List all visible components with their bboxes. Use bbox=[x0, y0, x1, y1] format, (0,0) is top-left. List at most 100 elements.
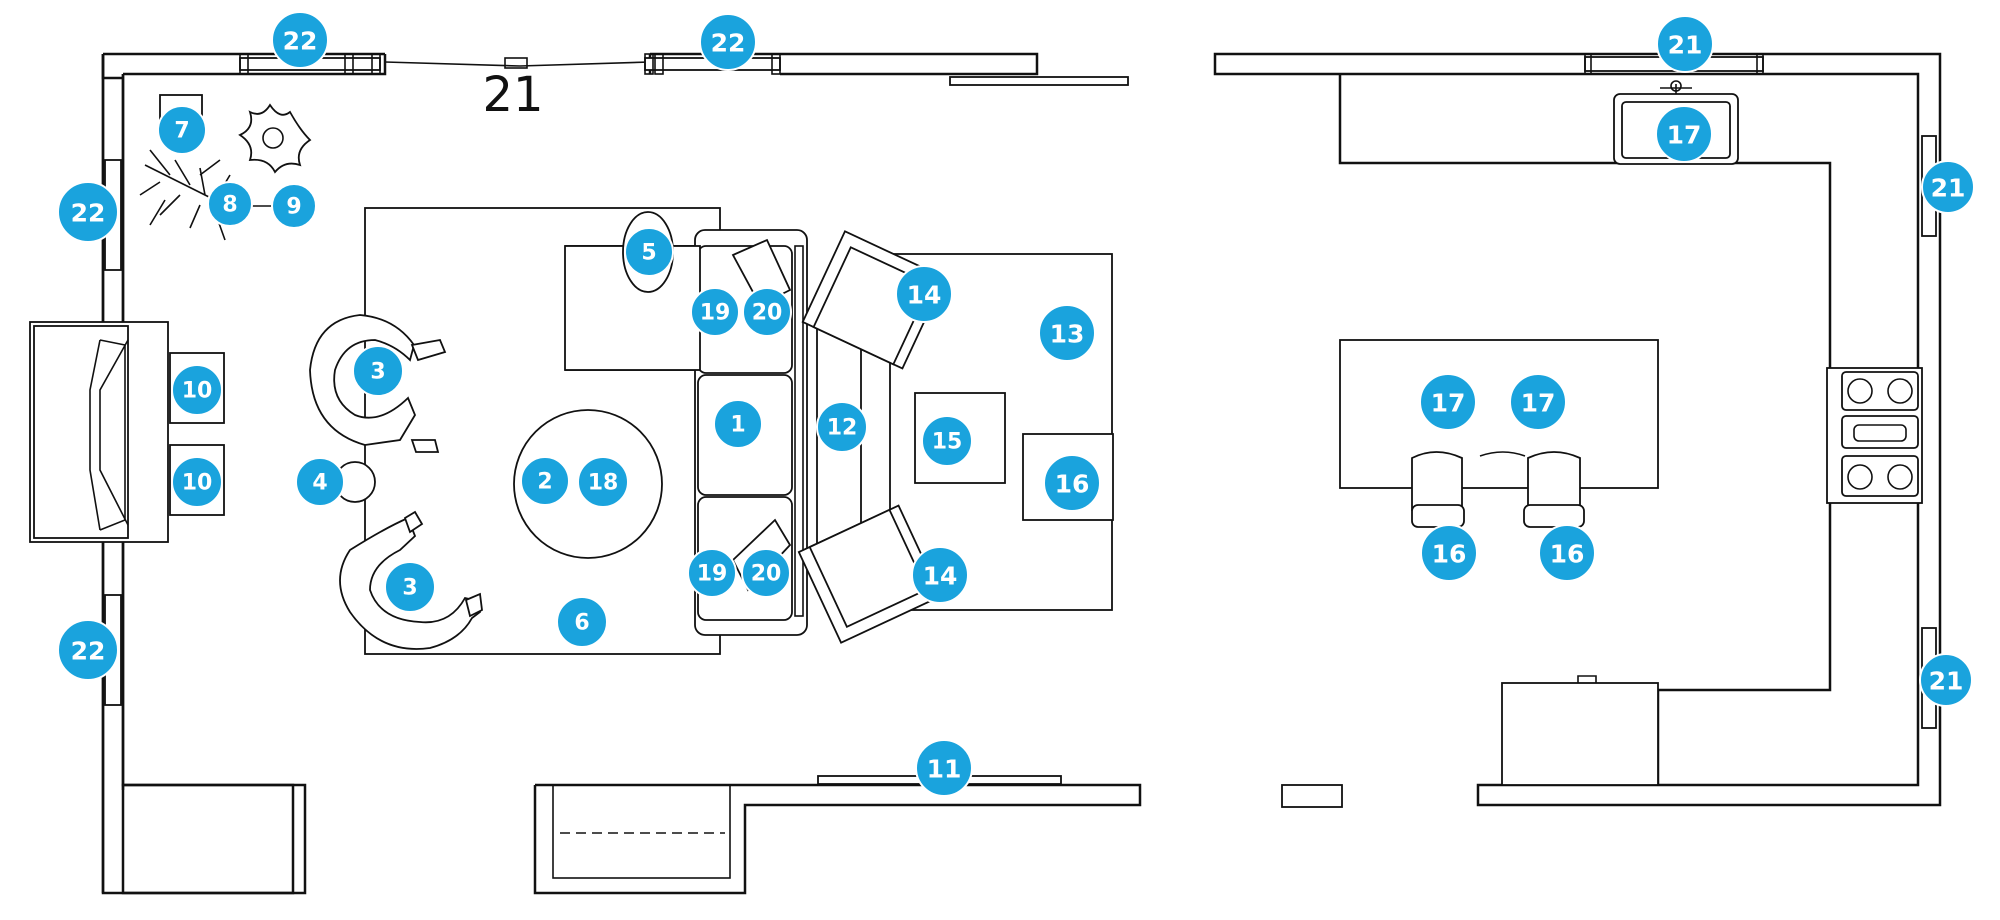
marker-circle bbox=[295, 457, 345, 507]
marker-circle bbox=[895, 265, 953, 323]
marker-number: 19 bbox=[697, 562, 728, 587]
marker-number: 22 bbox=[283, 27, 318, 56]
callout-marker-16: 16 bbox=[1043, 454, 1101, 512]
marker-number: 17 bbox=[1667, 121, 1702, 150]
marker-circle bbox=[271, 183, 317, 229]
marker-circle bbox=[57, 619, 119, 681]
marker-circle bbox=[577, 456, 629, 508]
callout-marker-8: 8 bbox=[207, 181, 253, 227]
callout-marker-5: 5 bbox=[624, 227, 674, 277]
marker-circle bbox=[687, 548, 737, 598]
callout-marker-10: 10 bbox=[171, 364, 223, 416]
callout-marker-16: 16 bbox=[1420, 524, 1478, 582]
marker-circle bbox=[1538, 524, 1596, 582]
callout-marker-15: 15 bbox=[921, 415, 973, 467]
marker-number: 14 bbox=[907, 281, 942, 310]
marker-circle bbox=[1509, 373, 1567, 431]
marker-circle bbox=[207, 181, 253, 227]
marker-circle bbox=[1043, 454, 1101, 512]
kitchen-island bbox=[1339, 339, 1659, 528]
marker-number: 18 bbox=[588, 471, 619, 496]
marker-circle bbox=[352, 345, 404, 397]
marker-number: 11 bbox=[927, 755, 962, 784]
marker-number: 16 bbox=[1550, 540, 1585, 569]
marker-circle bbox=[915, 739, 973, 797]
marker-number: 10 bbox=[182, 471, 213, 496]
marker-number: 9 bbox=[286, 195, 301, 220]
marker-circle bbox=[271, 11, 329, 69]
callout-marker-9: 9 bbox=[271, 183, 317, 229]
marker-number: 3 bbox=[402, 576, 417, 601]
callout-marker-3: 3 bbox=[384, 561, 436, 613]
marker-number: 13 bbox=[1050, 320, 1085, 349]
callout-marker-12: 12 bbox=[816, 401, 868, 453]
marker-number: 21 bbox=[1668, 31, 1703, 60]
marker-circle bbox=[699, 13, 757, 71]
callout-marker-20: 20 bbox=[741, 548, 791, 598]
marker-circle bbox=[1919, 653, 1973, 707]
marker-circle bbox=[556, 596, 608, 648]
callout-marker-19: 19 bbox=[690, 287, 740, 337]
marker-number: 16 bbox=[1055, 470, 1090, 499]
marker-circle bbox=[1038, 304, 1096, 362]
marker-number: 8 bbox=[222, 193, 237, 218]
marker-number: 15 bbox=[932, 430, 963, 455]
marker-circle bbox=[171, 456, 223, 508]
marker-circle bbox=[157, 105, 207, 155]
callout-marker-17: 17 bbox=[1419, 373, 1477, 431]
marker-number: 20 bbox=[752, 301, 783, 326]
callout-markers: 22 22 21 7 8 9 22 21 17 5 14 19 20 13 3 10 1 12 15 17 17 2 18 4… bbox=[57, 11, 1975, 797]
marker-circle bbox=[1656, 15, 1714, 73]
callout-marker-14: 14 bbox=[911, 546, 969, 604]
marker-circle bbox=[171, 364, 223, 416]
marker-number: 6 bbox=[574, 611, 589, 636]
callout-marker-1: 1 bbox=[713, 399, 763, 449]
marker-circle bbox=[1655, 105, 1713, 163]
marker-number: 21 bbox=[1931, 174, 1966, 203]
marker-circle bbox=[741, 548, 791, 598]
callout-marker-14: 14 bbox=[895, 265, 953, 323]
callout-marker-6: 6 bbox=[556, 596, 608, 648]
callout-marker-3: 3 bbox=[352, 345, 404, 397]
marker-number: 17 bbox=[1521, 389, 1556, 418]
marker-circle bbox=[1420, 524, 1478, 582]
callout-marker-2: 2 bbox=[520, 456, 570, 506]
marker-circle bbox=[742, 287, 792, 337]
marker-circle bbox=[624, 227, 674, 277]
marker-circle bbox=[713, 399, 763, 449]
door-21-label: 21 bbox=[482, 67, 543, 123]
callout-marker-21: 21 bbox=[1656, 15, 1714, 73]
callout-marker-22: 22 bbox=[271, 11, 329, 69]
marker-number: 3 bbox=[370, 360, 385, 385]
marker-circle bbox=[520, 456, 570, 506]
callout-marker-22: 22 bbox=[57, 619, 119, 681]
callout-marker-20: 20 bbox=[742, 287, 792, 337]
callout-marker-11: 11 bbox=[915, 739, 973, 797]
marker-number: 4 bbox=[312, 471, 327, 496]
marker-number: 14 bbox=[923, 562, 958, 591]
marker-number: 21 bbox=[1929, 667, 1964, 696]
marker-number: 19 bbox=[700, 301, 731, 326]
marker-number: 12 bbox=[827, 416, 858, 441]
marker-number: 22 bbox=[711, 29, 746, 58]
marker-circle bbox=[384, 561, 436, 613]
callout-marker-22: 22 bbox=[699, 13, 757, 71]
marker-number: 17 bbox=[1431, 389, 1466, 418]
marker-circle bbox=[1921, 160, 1975, 214]
callout-marker-19: 19 bbox=[687, 548, 737, 598]
marker-circle bbox=[921, 415, 973, 467]
marker-circle bbox=[690, 287, 740, 337]
marker-circle bbox=[57, 181, 119, 243]
living-room-windows bbox=[29, 53, 781, 706]
callout-marker-18: 18 bbox=[577, 456, 629, 508]
marker-number: 22 bbox=[71, 199, 106, 228]
marker-number: 16 bbox=[1432, 540, 1467, 569]
callout-marker-10: 10 bbox=[171, 456, 223, 508]
marker-number: 20 bbox=[751, 562, 782, 587]
marker-number: 22 bbox=[71, 637, 106, 666]
callout-marker-17: 17 bbox=[1655, 105, 1713, 163]
callout-marker-17: 17 bbox=[1509, 373, 1567, 431]
marker-number: 1 bbox=[730, 413, 745, 438]
marker-number: 7 bbox=[174, 119, 189, 144]
